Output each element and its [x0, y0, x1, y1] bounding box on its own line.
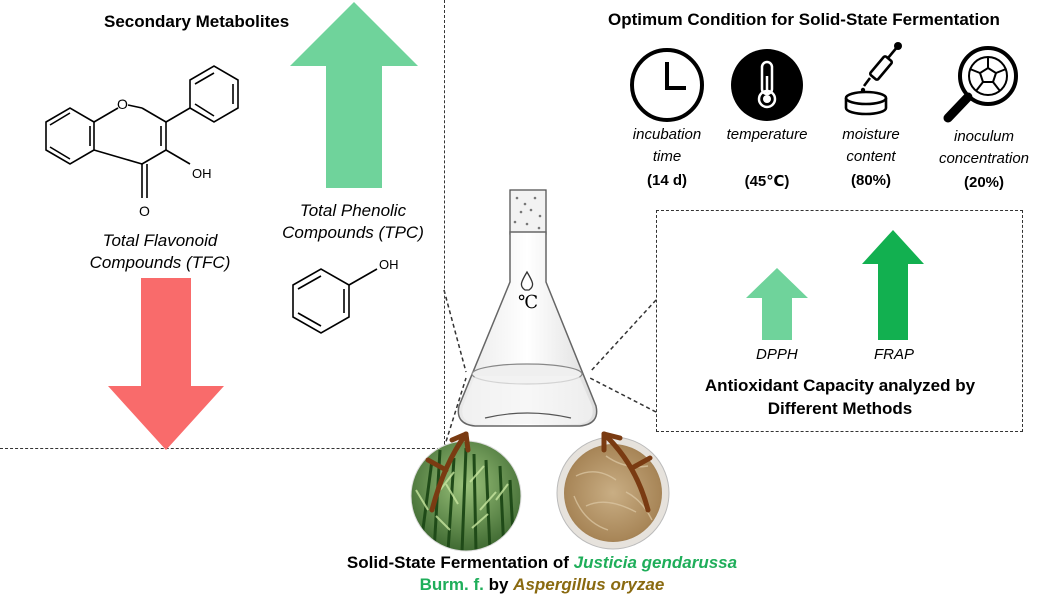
- flavonol-oh-label: OH: [192, 166, 212, 181]
- caption-by: by: [483, 575, 514, 594]
- dropper-dish-icon: [844, 42, 902, 116]
- condition-label-incubation-line1: incubation: [632, 126, 702, 143]
- condition-label-inoculum-line2: concentration: [938, 150, 1030, 167]
- antioxidant-title: Antioxidant Capacity analyzed by Differe…: [660, 374, 1020, 420]
- thermometer-icon: [731, 49, 803, 121]
- antioxidant-title-line2: Different Methods: [767, 399, 913, 418]
- clock-icon: [630, 48, 704, 122]
- tfc-label: Total Flavonoid Compounds (TFC): [60, 230, 260, 274]
- condition-label-incubation: incubation time: [612, 124, 722, 168]
- tpc-label-line2: Compounds (TPC): [282, 223, 424, 242]
- condition-label-incubation-line2: time: [652, 148, 682, 165]
- tpc-label-line1: Total Phenolic: [299, 201, 407, 220]
- ring-oxygen-label: O: [117, 96, 128, 112]
- tfc-label-line2: Compounds (TFC): [89, 253, 231, 272]
- condition-label-moisture-line2: content: [846, 148, 896, 165]
- condition-label-inoculum-line1: inoculum: [953, 128, 1015, 145]
- caption-line1: Solid-State Fermentation of Justicia gen…: [242, 552, 842, 574]
- flavonol-structure: O OH O: [45, 65, 239, 219]
- condition-value-temperature: (45℃): [744, 173, 790, 190]
- caption-part1: Solid-State Fermentation of: [346, 553, 574, 572]
- flask-temperature-symbol: ℃: [518, 292, 539, 313]
- plant-to-flask-arrow: [425, 431, 471, 513]
- secondary-metabolites-title: Secondary Metabolites: [104, 12, 290, 31]
- fungus-to-flask-arrow: [601, 431, 653, 513]
- secondary-metabolites-panel: [0, 0, 445, 449]
- condition-value-moisture: (80%): [850, 172, 891, 189]
- tpc-label: Total Phenolic Compounds (TPC): [258, 200, 448, 244]
- justicia-plant-image: [410, 440, 522, 552]
- frap-increase-arrow: [862, 230, 924, 340]
- magnifier-spore-icon: [943, 46, 1018, 123]
- caption-line2: Burm. f. by Aspergillus oryzae: [242, 574, 842, 596]
- condition-label-temperature: temperature: [712, 124, 822, 146]
- condition-label-temperature-line1: temperature: [726, 126, 808, 143]
- tpc-increase-arrow: [290, 2, 418, 188]
- dpph-label: DPPH: [756, 346, 798, 363]
- antioxidant-panel: [656, 210, 1023, 432]
- phenol-oh-label: OH: [379, 257, 399, 272]
- antioxidant-title-line1: Antioxidant Capacity analyzed by: [704, 376, 976, 395]
- caption-authority: Burm. f.: [419, 575, 484, 594]
- condition-value-incubation: (14 d): [646, 172, 687, 189]
- condition-label-inoculum: inoculum concentration: [924, 126, 1044, 170]
- caption-species: Justicia gendarussa: [573, 553, 738, 572]
- erlenmeyer-flask: [457, 189, 598, 427]
- keto-oxygen-label: O: [139, 203, 150, 219]
- tfc-decrease-arrow: [108, 278, 224, 450]
- condition-value-inoculum: (20%): [963, 174, 1004, 191]
- figure-caption: Solid-State Fermentation of Justicia gen…: [242, 552, 842, 596]
- conditions-title: Optimum Condition for Solid-State Fermen…: [608, 10, 1000, 29]
- dpph-increase-arrow: [746, 268, 808, 340]
- condition-label-moisture: moisture content: [816, 124, 926, 168]
- phenol-structure: OH: [292, 257, 399, 334]
- tfc-label-line1: Total Flavonoid: [102, 231, 218, 250]
- condition-label-moisture-line1: moisture: [842, 126, 900, 143]
- frap-label: FRAP: [874, 346, 915, 363]
- caption-fungus: Aspergillus oryzae: [513, 575, 665, 594]
